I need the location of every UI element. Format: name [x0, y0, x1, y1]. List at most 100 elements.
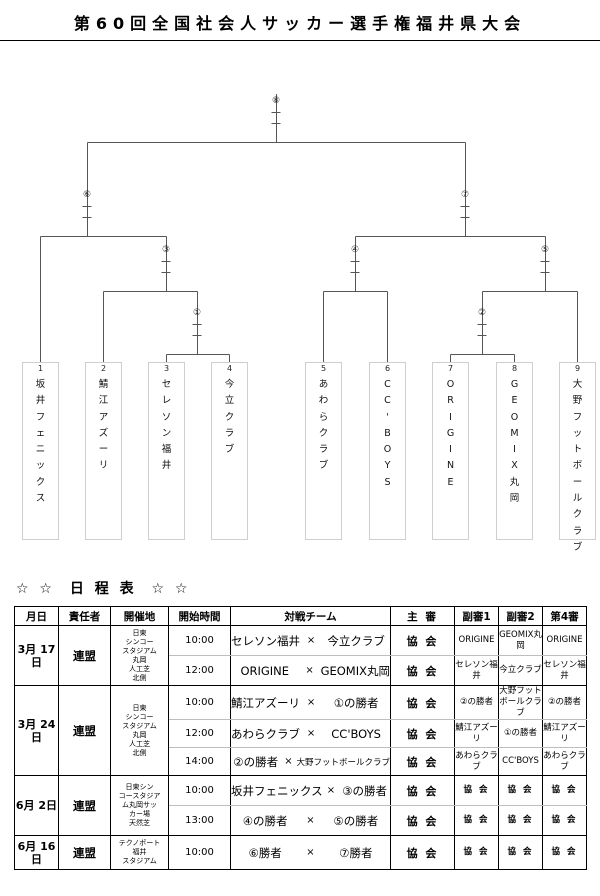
match-away-team: ⑦勝者: [339, 845, 373, 860]
cell-fourth-official: セレソン福井: [542, 655, 587, 686]
match-home-team: ORIGINE: [240, 663, 290, 678]
seed-box-1: 1 坂 井 フ ェ ニ ッ ク ス: [22, 362, 59, 540]
bracket-node-4-score-home: [350, 261, 360, 262]
match-home-team: ④の勝者: [242, 813, 288, 828]
bracket-node-6-score-home: [82, 206, 92, 207]
seed-team-1: 坂 井 フ ェ ニ ッ ク ス: [35, 379, 46, 505]
match-home-team: 鯖江アズーリ: [231, 695, 300, 710]
tournament-bracket: ⑧ ⑥ ⑦ ③ ④ ⑤ ① ② 1 坂 井 フ ェ ニ ッ ク ス 2 鯖 江 …: [0, 46, 600, 553]
seed-box-6: 6 C C ' B O Y S: [369, 362, 406, 540]
cell-assistant-referee-1: 協 会: [454, 775, 499, 806]
cell-match: ORIGINE × GEOMIX丸岡: [230, 655, 391, 686]
cell-start-time: 10:00: [168, 775, 231, 806]
cell-manager: 連盟: [58, 835, 111, 870]
star-right-icon: ☆ ☆: [151, 581, 191, 597]
match-away-team: CC'BOYS: [331, 726, 381, 741]
cell-referee: 協 会: [390, 625, 455, 656]
cell-assistant-referee-1: 協 会: [454, 835, 499, 870]
match-home-team: 坂井フェニックス: [231, 783, 323, 798]
cell-assistant-referee-2: 協 会: [498, 805, 543, 836]
cell-assistant-referee-2: 協 会: [498, 835, 543, 870]
col-header-referee: 主 審: [390, 606, 455, 626]
cell-venue: テクノポート 福井 スタジアム: [110, 835, 169, 870]
cell-referee: 協 会: [390, 685, 455, 720]
cell-match: 鯖江アズーリ × ①の勝者: [230, 685, 391, 720]
cell-assistant-referee-1: ORIGINE: [454, 625, 499, 656]
cell-assistant-referee-1: 鯖江アズーリ: [454, 719, 499, 748]
cell-match: ②の勝者×大野フットボールクラブ: [230, 747, 391, 776]
seed-team-7: O R I G I N E: [446, 379, 455, 488]
match-vs-separator: ×: [284, 756, 293, 767]
cell-manager: 連盟: [58, 685, 111, 776]
match-away-team: ①の勝者: [333, 695, 379, 710]
schedule-heading: ☆ ☆ 日 程 表 ☆ ☆: [16, 578, 190, 598]
match-vs-separator: ×: [305, 665, 314, 676]
cell-assistant-referee-2: 協 会: [498, 775, 543, 806]
col-header-venue: 開催地: [110, 606, 169, 626]
cell-fourth-official: 協 会: [542, 805, 587, 836]
cell-referee: 協 会: [390, 805, 455, 836]
col-header-date: 月日: [14, 606, 59, 626]
bracket-node-6: ⑥: [82, 190, 92, 200]
bracket-node-5: ⑤: [540, 245, 550, 255]
cell-referee: 協 会: [390, 719, 455, 748]
cell-venue: 日東シン コースタジア ム丸岡サッ カー場 天然芝: [110, 775, 169, 836]
cell-fourth-official: 鯖江アズーリ: [542, 719, 587, 748]
seed-team-2: 鯖 江 ア ズ ー リ: [98, 379, 109, 472]
cell-assistant-referee-1: ②の勝者: [454, 685, 499, 720]
match-vs-separator: ×: [326, 785, 336, 796]
cell-start-time: 13:00: [168, 805, 231, 836]
bracket-node-2-score-home: [477, 324, 487, 325]
bracket-node-8-score-home: [271, 112, 281, 113]
match-home-team: ②の勝者: [233, 754, 279, 769]
seed-box-7: 7 O R I G I N E: [432, 362, 469, 540]
match-vs-separator: ×: [306, 847, 315, 858]
schedule-heading-label: 日 程 表: [69, 581, 137, 597]
bracket-node-2-score-away: [477, 335, 487, 336]
match-vs-separator: ×: [306, 728, 316, 739]
cell-assistant-referee-1: あわらクラブ: [454, 747, 499, 776]
bracket-node-7-score-home: [460, 206, 470, 207]
cell-start-time: 10:00: [168, 625, 231, 656]
seed-box-8: 8 G E O M I X 丸 岡: [496, 362, 533, 540]
star-left-icon: ☆ ☆: [16, 581, 55, 597]
cell-start-time: 14:00: [168, 747, 231, 776]
cell-referee: 協 会: [390, 747, 455, 776]
bracket-node-7-score-away: [460, 217, 470, 218]
seed-number-5: 5: [320, 364, 327, 373]
bracket-node-5-score-away: [540, 272, 550, 273]
cell-referee: 協 会: [390, 655, 455, 686]
cell-assistant-referee-2: CC'BOYS: [498, 747, 543, 776]
col-header-manager: 責任者: [58, 606, 111, 626]
col-header-ar2: 副審2: [498, 606, 543, 626]
bracket-node-3: ③: [161, 245, 171, 255]
seed-team-6: C C ' B O Y S: [383, 379, 392, 488]
seed-box-9: 9 大 野 フ ッ ト ボ ー ル ク ラ ブ: [559, 362, 596, 553]
cell-start-time: 10:00: [168, 835, 231, 870]
bracket-node-5-score-home: [540, 261, 550, 262]
schedule-table: 月日 責任者 開催地 開始時間 対戦チーム 主 審 副審1 副審2 第4審 3月…: [14, 606, 587, 870]
cell-referee: 協 会: [390, 775, 455, 806]
bracket-node-1-score-home: [192, 324, 202, 325]
col-header-start-time: 開始時間: [168, 606, 231, 626]
page-title: 第60回全国社会人サッカー選手権福井県大会: [73, 14, 527, 33]
cell-assistant-referee-2: GEOMIX丸岡: [498, 625, 543, 656]
seed-number-3: 3: [163, 364, 170, 373]
cell-fourth-official: あわらクラブ: [542, 747, 587, 776]
cell-manager: 連盟: [58, 775, 111, 836]
bracket-node-4: ④: [350, 245, 360, 255]
bracket-node-7: ⑦: [460, 190, 470, 200]
seed-number-1: 1: [37, 364, 44, 373]
cell-match: セレソン福井×今立クラブ: [230, 625, 391, 656]
cell-fourth-official: ORIGINE: [542, 625, 587, 656]
cell-assistant-referee-2: 今立クラブ: [498, 655, 543, 686]
cell-date: 6月 2日: [14, 775, 59, 836]
cell-fourth-official: ②の勝者: [542, 685, 587, 720]
seed-box-3: 3 セ レ ソ ン 福 井: [148, 362, 185, 540]
match-vs-separator: ×: [306, 697, 316, 708]
match-away-team: GEOMIX丸岡: [320, 663, 390, 678]
